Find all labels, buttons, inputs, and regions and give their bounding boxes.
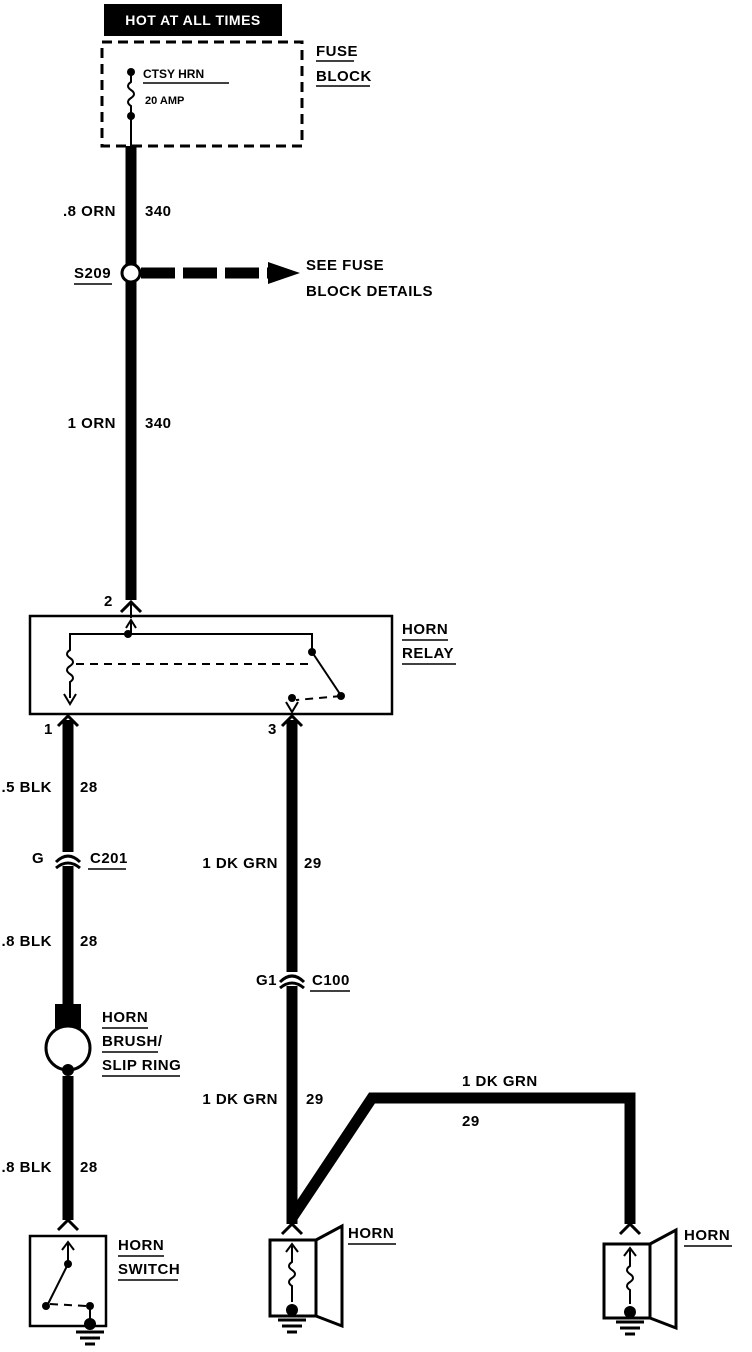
splice-reference-2: BLOCK DETAILS <box>306 283 433 300</box>
wire-center-lower-gauge: 1 DK GRN <box>202 1091 278 1108</box>
arrow-right-icon <box>268 262 300 284</box>
brush-label-1: HORN <box>102 1009 148 1026</box>
relay-pin-1: 1 <box>44 721 53 738</box>
splice-name: S209 <box>74 265 111 282</box>
fuse-name: CTSY HRN <box>143 67 204 81</box>
horn-switch-label-2: SWITCH <box>118 1261 180 1278</box>
wire-340: .8 ORN 340 1 ORN 340 <box>63 146 172 600</box>
horn-right-label: HORN <box>684 1227 730 1244</box>
wire-left-upper-gauge: .5 BLK <box>1 779 52 796</box>
slip-ring-icon <box>44 1024 92 1072</box>
horn-right: HORN <box>602 1221 732 1336</box>
fuse-rating: 20 AMP <box>145 95 184 107</box>
connector-c100-cavity: G1 <box>256 972 277 989</box>
wire-left-middle-gauge: .8 BLK <box>1 933 52 950</box>
wire-left-middle-circuit: 28 <box>80 933 98 950</box>
ground-icon <box>278 1318 306 1334</box>
relay-label-2: RELAY <box>402 645 454 662</box>
hot-at-all-times-header: HOT AT ALL TIMES <box>104 4 282 36</box>
wire-top-upper-circuit: 340 <box>145 203 172 220</box>
connector-c201-cavity: G <box>32 850 44 867</box>
wire-top-upper-gauge: .8 ORN <box>63 203 116 220</box>
wire-center-upper-gauge: 1 DK GRN <box>202 855 278 872</box>
fuse-block-label-1: FUSE <box>316 43 358 60</box>
wire-29: 1 DK GRN 29 G1 C100 1 DK GRN 29 1 DK GRN… <box>202 713 636 1224</box>
connector-c201 <box>54 854 82 864</box>
horn-left: HORN <box>268 1221 396 1334</box>
wire-center-upper-circuit: 29 <box>304 855 322 872</box>
relay-pin-3: 3 <box>268 721 277 738</box>
brush-label-2: BRUSH/ <box>102 1033 163 1050</box>
splice-s209: S209 SEE FUSE BLOCK DETAILS <box>74 257 433 300</box>
brush-block <box>55 1004 81 1028</box>
wire-top-lower-gauge: 1 ORN <box>68 415 116 432</box>
wire-right-horn-circuit: 29 <box>462 1113 480 1130</box>
horn-switch-label-1: HORN <box>118 1237 164 1254</box>
horn-switch: HORN SWITCH <box>28 1234 180 1346</box>
wire-28: .5 BLK 28 G C201 .8 BLK 28 HORN BRUSH/ S… <box>1 713 181 1232</box>
splice-reference-1: SEE FUSE <box>306 257 384 274</box>
wire-left-lower-circuit: 28 <box>80 1159 98 1176</box>
wire-center-lower-circuit: 29 <box>306 1091 324 1108</box>
wire-right-horn-gauge: 1 DK GRN <box>462 1073 538 1090</box>
fuse-block: CTSY HRN 20 AMP FUSE BLOCK <box>100 40 372 148</box>
horn-bell-icon <box>648 1227 678 1331</box>
relay-label-1: HORN <box>402 621 448 638</box>
connector-c100 <box>278 974 306 984</box>
ground-icon <box>616 1320 644 1336</box>
fuse-block-label-2: BLOCK <box>316 68 372 85</box>
wire-top-lower-circuit: 340 <box>145 415 172 432</box>
wire-left-upper-circuit: 28 <box>80 779 98 796</box>
horn-left-label: HORN <box>348 1225 394 1242</box>
fuse-symbol <box>127 72 135 116</box>
connector-c201-name: C201 <box>90 850 128 867</box>
brush-label-3: SLIP RING <box>102 1057 181 1074</box>
wire-left-lower-gauge: .8 BLK <box>1 1159 52 1176</box>
horn-bell-icon <box>314 1223 344 1329</box>
header-text: HOT AT ALL TIMES <box>125 12 261 28</box>
horn-relay: HORN RELAY 2 1 3 <box>28 593 456 738</box>
connector-c100-name: C100 <box>312 972 350 989</box>
ground-icon <box>76 1330 104 1346</box>
relay-pin-2: 2 <box>104 593 113 610</box>
